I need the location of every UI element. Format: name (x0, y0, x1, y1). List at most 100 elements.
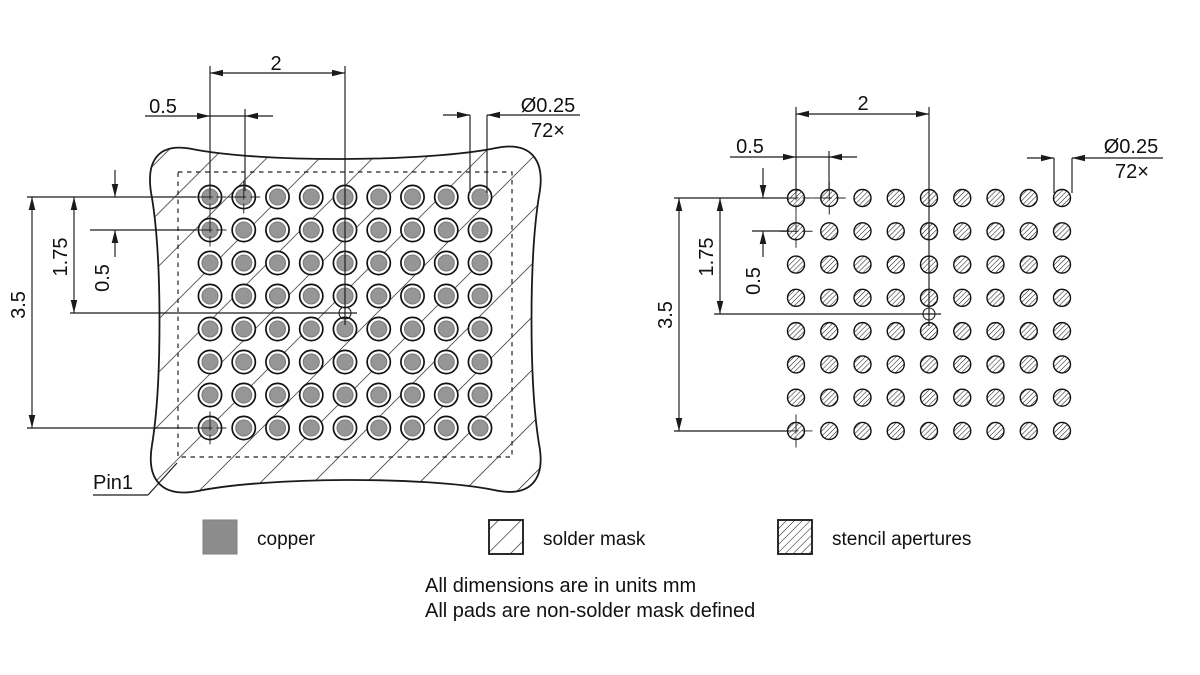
copper-pad (201, 353, 219, 371)
stencil-aperture (1019, 288, 1038, 308)
notes: All dimensions are in units mm All pads … (425, 575, 755, 622)
stencil-aperture (820, 355, 839, 374)
stencil-aperture (1019, 388, 1038, 407)
copper-pad (437, 353, 455, 371)
stencil-aperture (986, 255, 1005, 274)
stencil-aperture (886, 288, 905, 308)
copper-pad (403, 221, 422, 239)
copper-pad (268, 254, 287, 272)
stencil-aperture (786, 355, 806, 374)
arrowhead (759, 185, 767, 198)
copper-pad (336, 386, 354, 404)
stencil-aperture (986, 288, 1005, 308)
copper-pad (302, 188, 320, 206)
component-body-dashed-outline (177, 171, 513, 458)
copper-pad (437, 221, 455, 239)
stencil-aperture (953, 421, 972, 441)
stencil-aperture (853, 188, 872, 208)
copper-pad (437, 320, 455, 338)
stencil-aperture (919, 388, 939, 407)
copper-pad (437, 188, 455, 206)
dim-pad-count-label: 72× (531, 120, 565, 142)
arrowhead (796, 110, 809, 118)
arrowhead (70, 300, 78, 313)
stencil-aperture (820, 321, 839, 341)
stencil-aperture (1019, 255, 1038, 274)
arrowhead (783, 153, 796, 161)
copper-pad (235, 353, 253, 371)
stencil-aperture (1019, 355, 1038, 374)
right-view: 2 0.5 Ø0.25 72× 3.5 (655, 93, 1163, 448)
copper-pad (370, 353, 388, 371)
stencil-aperture (886, 421, 905, 441)
stencil-aperture (886, 321, 905, 341)
stencil-aperture (853, 388, 872, 407)
stencil-aperture (886, 255, 905, 274)
arrowhead (245, 112, 258, 120)
arrowhead (1072, 154, 1085, 162)
copper-pad (235, 320, 253, 338)
left-view: 2 0.5 Ø0.25 72× 3.5 (8, 53, 580, 496)
note-mask-defined: All pads are non-solder mask defined (425, 600, 755, 622)
copper-pad (336, 353, 354, 371)
stencil-aperture (820, 255, 839, 274)
stencil-aperture (786, 321, 806, 341)
copper-pad (235, 221, 253, 239)
copper-pad (268, 419, 287, 437)
note-units: All dimensions are in units mm (425, 575, 696, 597)
stencil-aperture (886, 222, 905, 241)
dim-row-pitch-label: 0.5 (743, 267, 765, 295)
copper-pad (302, 353, 320, 371)
arrowhead (829, 153, 842, 161)
pin1-label: Pin1 (93, 472, 133, 494)
copper-pad (471, 188, 489, 206)
copper-pad (201, 254, 219, 272)
right-dimensions: 2 0.5 Ø0.25 72× 3.5 (655, 93, 1163, 432)
copper-pad (403, 254, 422, 272)
copper-pad (302, 221, 320, 239)
stencil-aperture (986, 421, 1005, 441)
arrowhead (210, 69, 223, 77)
copper-pad (471, 221, 489, 239)
legend-copper-swatch (202, 519, 238, 555)
copper-pad (437, 386, 455, 404)
stencil-aperture (853, 222, 872, 241)
pin1-leader-line (147, 462, 178, 496)
stencil-aperture (820, 288, 839, 308)
stencil-aperture (953, 188, 972, 208)
dim-aperture-count-label: 72× (1115, 161, 1149, 183)
arrowhead (111, 230, 119, 243)
copper-pad (302, 320, 320, 338)
stencil-aperture (886, 188, 905, 208)
dim-col-pitch-label: 0.5 (149, 96, 177, 118)
stencil-aperture (919, 421, 939, 441)
stencil-aperture (986, 321, 1005, 341)
arrowhead (70, 197, 78, 210)
copper-pad (370, 188, 388, 206)
copper-pad (471, 386, 489, 404)
stencil-aperture (1019, 188, 1038, 208)
copper-pad (268, 353, 287, 371)
stencil-aperture (986, 188, 1005, 208)
legend-solder-mask-swatch (488, 519, 524, 555)
stencil-aperture (853, 421, 872, 441)
dim-row-span-label: 3.5 (8, 291, 30, 319)
stencil-aperture (820, 421, 839, 441)
copper-pad (302, 386, 320, 404)
copper-pad (201, 287, 219, 305)
copper-pad (370, 287, 388, 305)
copper-pad (403, 386, 422, 404)
copper-pad (437, 419, 455, 437)
copper-pad (268, 320, 287, 338)
stencil-aperture (820, 222, 839, 241)
stencil-aperture (953, 355, 972, 374)
copper-pad (471, 254, 489, 272)
arrowhead (675, 418, 683, 431)
copper-pad (302, 419, 320, 437)
stencil-aperture (1052, 222, 1072, 241)
stencil-aperture (1052, 321, 1072, 341)
stencil-aperture (886, 355, 905, 374)
pin1-callout: Pin1 (93, 462, 178, 496)
copper-pad (235, 254, 253, 272)
